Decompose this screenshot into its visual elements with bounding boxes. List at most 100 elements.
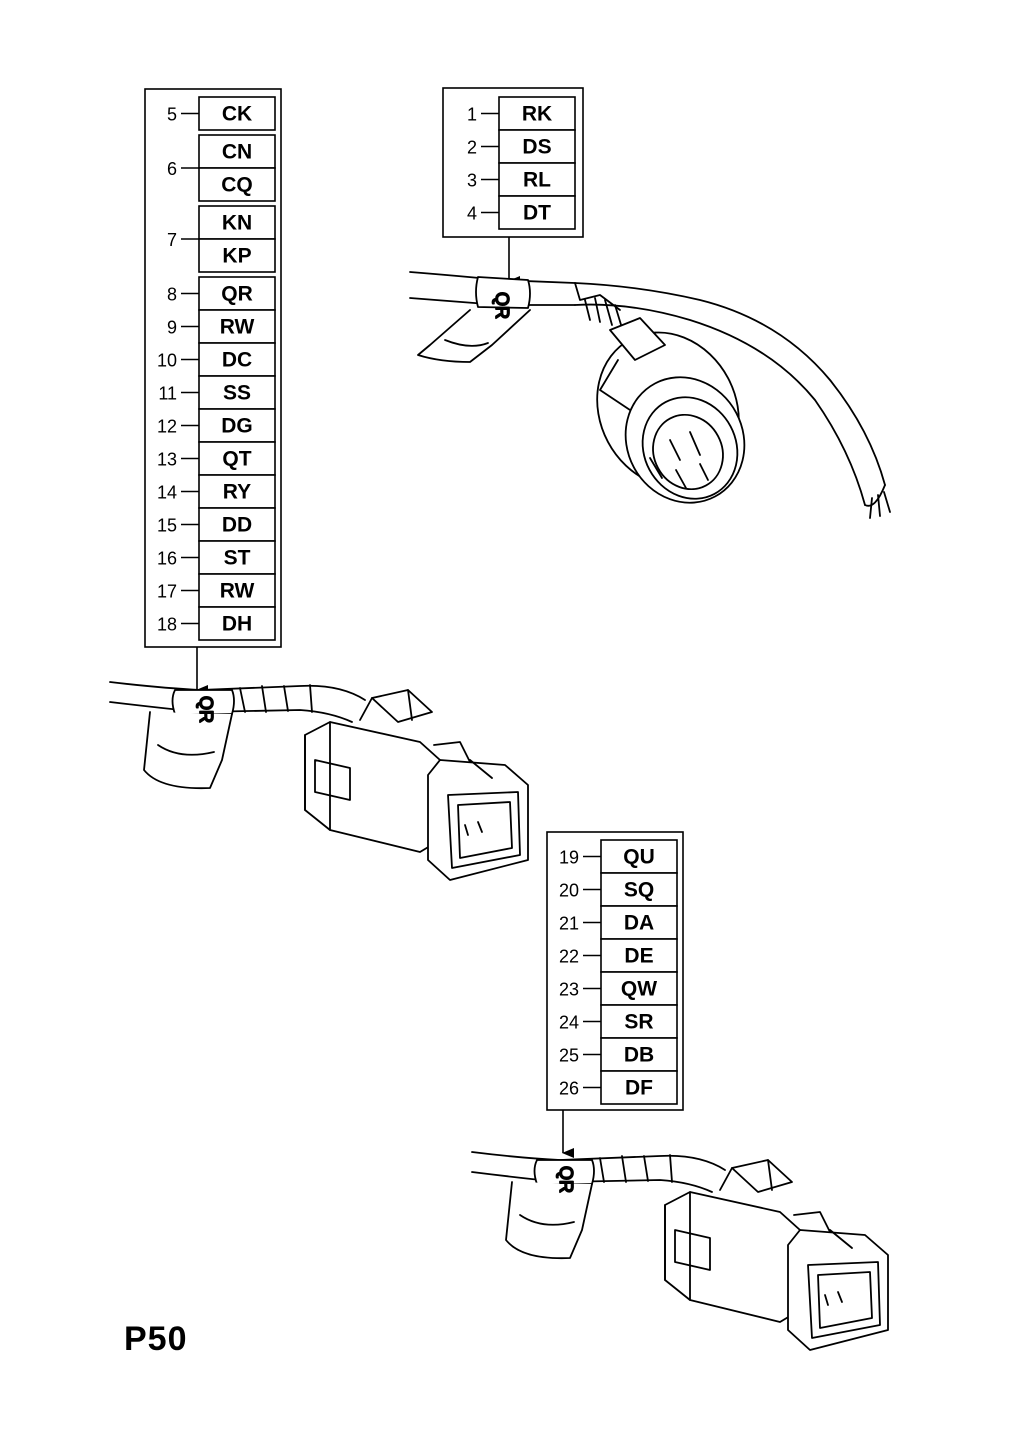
code-cell: DA: [600, 905, 678, 940]
tag-text: QR: [196, 696, 216, 723]
code-cell-box: [198, 276, 276, 311]
code-cell-box: [600, 1070, 678, 1105]
part-code: DT: [523, 202, 551, 225]
part-code: KN: [222, 212, 252, 235]
code-cell: DC: [198, 342, 276, 377]
code-cell: KN: [198, 205, 276, 240]
code-cell: KP: [198, 238, 276, 273]
code-cell: SR: [600, 1004, 678, 1039]
part-code: DG: [221, 415, 253, 438]
item-number: 21: [559, 914, 579, 934]
code-cell-box: [198, 167, 276, 202]
code-cell-box: [198, 342, 276, 377]
code-cell-box: [198, 134, 276, 169]
code-cell-box: [198, 375, 276, 410]
code-cell: SS: [198, 375, 276, 410]
part-code: RY: [223, 481, 251, 504]
item-number: 11: [158, 384, 177, 404]
code-cell: QU: [600, 839, 678, 874]
item-number: 4: [467, 204, 477, 224]
part-code: CQ: [221, 174, 253, 197]
code-cell-box: [600, 839, 678, 874]
code-cell: DS: [498, 129, 576, 164]
item-number: 2: [467, 138, 477, 158]
code-cell-box: [600, 938, 678, 973]
part-code: SS: [223, 382, 251, 405]
part-code: RL: [523, 169, 551, 192]
code-cell: ST: [198, 540, 276, 575]
item-number: 9: [167, 318, 177, 338]
tag-text: QR: [492, 292, 512, 319]
code-cell: RW: [198, 573, 276, 608]
item-number: 17: [157, 582, 177, 602]
item-number: 20: [559, 881, 579, 901]
code-cell: RY: [198, 474, 276, 509]
part-code: DC: [222, 349, 252, 372]
part-code: DB: [624, 1044, 654, 1067]
round-connector-illustration: QR: [409, 271, 891, 519]
code-cell: RW: [198, 309, 276, 344]
flat-connector-illustration-2: QR: [471, 1151, 889, 1351]
item-number: 14: [157, 483, 177, 503]
part-code: CK: [222, 103, 252, 126]
code-cell-box: [198, 606, 276, 641]
code-cell: CQ: [198, 167, 276, 202]
part-code: QR: [221, 283, 253, 306]
part-code: DS: [522, 136, 551, 159]
part-code: DH: [222, 613, 252, 636]
code-cell: QW: [600, 971, 678, 1006]
item-number: 3: [467, 171, 477, 191]
part-code: RW: [220, 316, 255, 339]
item-number: 5: [167, 105, 177, 125]
part-code: QW: [621, 978, 657, 1001]
code-cell: CK: [198, 96, 276, 131]
item-number: 1: [467, 105, 477, 125]
flat-connector-illustration-1: QR: [109, 681, 529, 881]
code-cell: QT: [198, 441, 276, 476]
item-number: 15: [157, 516, 177, 536]
part-code: DE: [624, 945, 653, 968]
item-number: 10: [157, 351, 177, 371]
code-cell-box: [600, 905, 678, 940]
item-number: 13: [157, 450, 177, 470]
code-cell: DE: [600, 938, 678, 973]
part-code: KP: [222, 245, 251, 268]
table-left: CK5CNCQ6KNKP7QR8RW9DC10SS11DG12QT13RY14D…: [144, 88, 282, 695]
code-cell-box: [198, 309, 276, 344]
part-code: ST: [224, 547, 251, 570]
code-cell: DT: [498, 195, 576, 230]
table-rows: CK5CNCQ6KNKP7QR8RW9DC10SS11DG12QT13RY14D…: [157, 96, 276, 641]
code-cell: DF: [600, 1070, 678, 1105]
item-number: 24: [559, 1013, 579, 1033]
item-number: 22: [559, 947, 579, 967]
code-cell: RL: [498, 162, 576, 197]
code-cell: SQ: [600, 872, 678, 907]
part-code: SR: [624, 1011, 653, 1034]
code-cell: DG: [198, 408, 276, 443]
code-cell-box: [198, 238, 276, 273]
item-number: 26: [559, 1079, 579, 1099]
item-number: 6: [167, 159, 177, 179]
part-code: DF: [625, 1077, 653, 1100]
item-number: 25: [559, 1046, 579, 1066]
code-cell: CN: [198, 134, 276, 169]
code-cell: DD: [198, 507, 276, 542]
item-number: 16: [157, 549, 177, 569]
item-number: 8: [167, 285, 177, 305]
part-code: QU: [623, 846, 655, 869]
part-code: QT: [222, 448, 251, 471]
code-cell-box: [498, 195, 576, 230]
part-code: DA: [624, 912, 654, 935]
code-cell: DB: [600, 1037, 678, 1072]
code-cell: DH: [198, 606, 276, 641]
page-label: P50: [124, 1320, 188, 1358]
part-code: DD: [222, 514, 252, 537]
part-code: SQ: [624, 879, 654, 902]
code-cell-box: [600, 1037, 678, 1072]
code-cell-box: [198, 474, 276, 509]
